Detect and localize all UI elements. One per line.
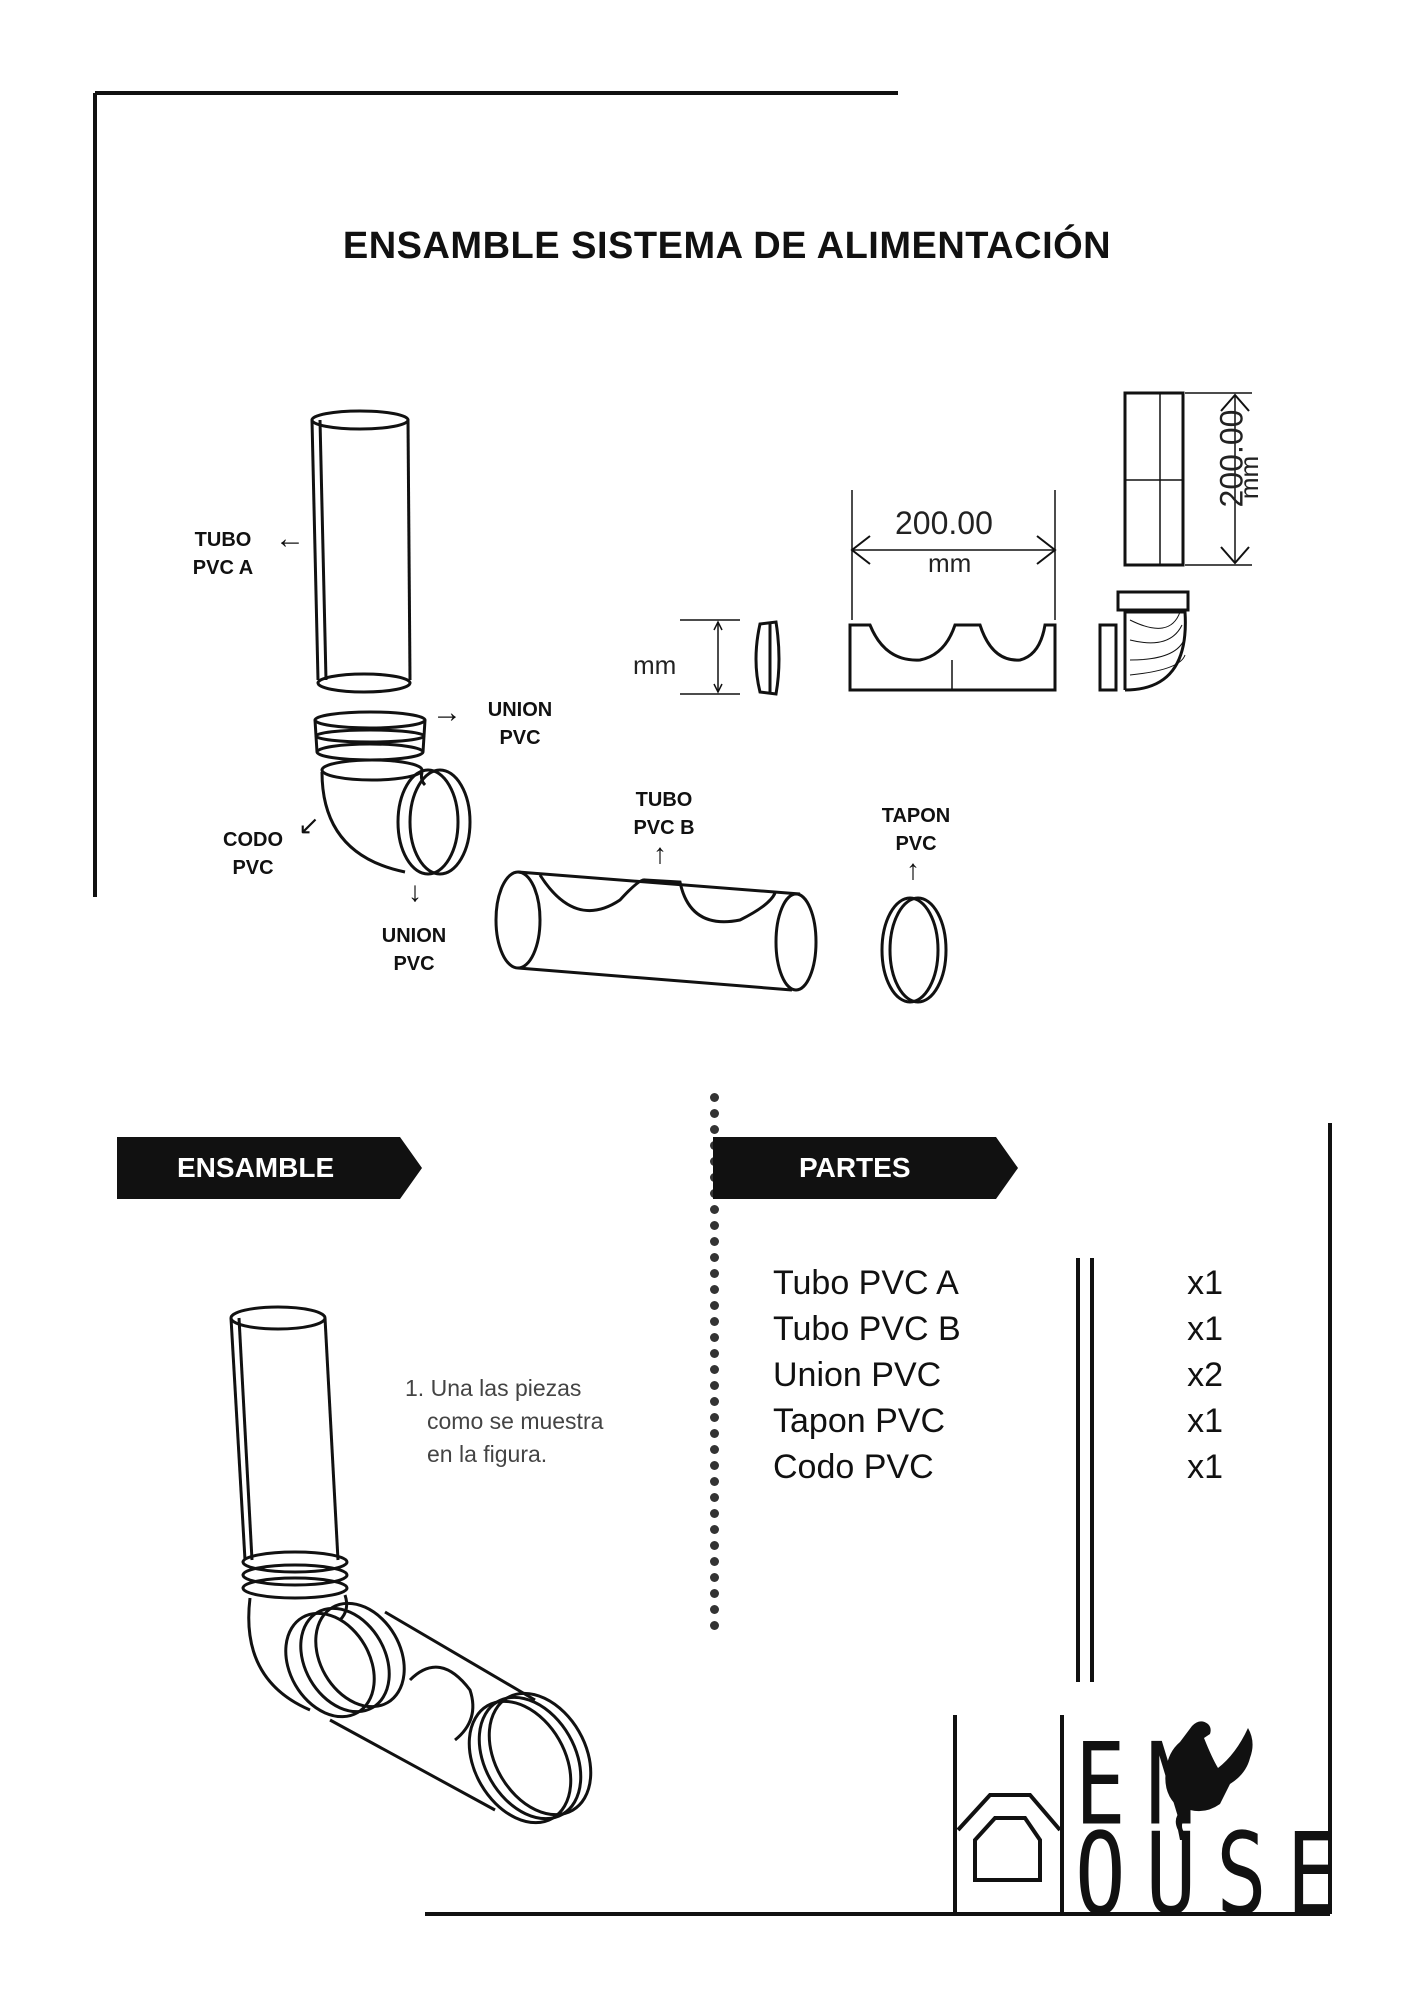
tapon-drawing	[880, 896, 948, 1004]
step-line-3: en la figura.	[427, 1441, 548, 1467]
list-item: Tubo PVC A x1	[773, 1264, 1223, 1302]
divider-dot	[710, 1285, 719, 1294]
divider-dot	[710, 1333, 719, 1342]
step-line-2: como se muestra	[427, 1408, 604, 1434]
divider-dot	[710, 1557, 719, 1566]
divider-dot	[710, 1573, 719, 1582]
divider-dot	[710, 1541, 719, 1550]
divider-dot	[710, 1509, 719, 1518]
dimension-horizontal-unit: mm	[928, 548, 972, 578]
codo-profile-drawing	[1098, 590, 1190, 692]
list-item: Tapon PVC x1	[773, 1402, 1223, 1440]
arrow-up-icon: ↑	[653, 838, 667, 869]
codo-drawing	[320, 758, 472, 876]
tubo-pvc-a-drawing	[310, 409, 412, 694]
divider-dot	[710, 1109, 719, 1118]
divider-dot	[710, 1477, 719, 1486]
list-item: Union PVC x2	[773, 1356, 1223, 1394]
dotted-divider	[710, 1093, 719, 1637]
divider-dot	[710, 1205, 719, 1214]
step-line-1: Una las piezas	[430, 1375, 582, 1401]
divider-dot	[710, 1589, 719, 1598]
arrow-right-icon: →	[432, 696, 462, 729]
divider-dot	[710, 1445, 719, 1454]
dimension-horizontal-value: 200.00	[895, 505, 993, 541]
tubo-b-profile-drawing	[848, 490, 1057, 692]
divider-dot	[710, 1221, 719, 1230]
ensamble-heading: ENSAMBLE	[177, 1152, 335, 1183]
parts-list: Tubo PVC A x1 Tubo PVC B x1 Union PVC x2…	[773, 1260, 1223, 1490]
divider-dot	[710, 1301, 719, 1310]
logo-text-bottom: OUSE	[1075, 1808, 1358, 1941]
divider-dot	[710, 1605, 719, 1614]
arrow-diag-icon: ↙	[298, 810, 320, 840]
partes-heading: PARTES	[799, 1152, 911, 1183]
step-number: 1.	[405, 1375, 425, 1401]
divider-dot	[710, 1525, 719, 1534]
divider-dot	[710, 1621, 719, 1630]
divider-dot	[710, 1429, 719, 1438]
divider-dot	[710, 1461, 719, 1470]
divider-dot	[710, 1493, 719, 1502]
arrow-left-icon: ←	[275, 522, 305, 555]
tubo-pvc-b-drawing	[494, 870, 818, 992]
divider-dot	[710, 1349, 719, 1358]
arrow-down-icon: ↓	[408, 876, 422, 907]
divider-dot	[710, 1317, 719, 1326]
divider-dot	[710, 1237, 719, 1246]
list-item: Codo PVC x1	[773, 1448, 1223, 1486]
step-1: 1. Una las piezas como se muestra en la …	[405, 1372, 603, 1471]
divider-dot	[710, 1253, 719, 1262]
divider-dot	[710, 1125, 719, 1134]
ensamble-banner: ENSAMBLE	[117, 1137, 422, 1199]
tubo-a-profile-drawing	[1123, 391, 1252, 567]
assembly-drawing	[229, 1305, 593, 1825]
page-title: ENSAMBLE SISTEMA DE ALIMENTACIÓN	[342, 225, 1112, 267]
union-top-drawing	[313, 710, 427, 762]
list-item: Tubo PVC B x1	[773, 1310, 1223, 1348]
divider-dot	[710, 1093, 719, 1102]
dimension-unit-small: mm	[633, 650, 677, 680]
divider-dot	[710, 1269, 719, 1278]
arrow-up-icon: ↑	[906, 854, 920, 885]
divider-dot	[710, 1413, 719, 1422]
divider-dot	[710, 1365, 719, 1374]
divider-dot	[710, 1397, 719, 1406]
side-union-drawing	[680, 619, 781, 696]
partes-banner: PARTES	[713, 1137, 1018, 1199]
divider-dot	[710, 1381, 719, 1390]
